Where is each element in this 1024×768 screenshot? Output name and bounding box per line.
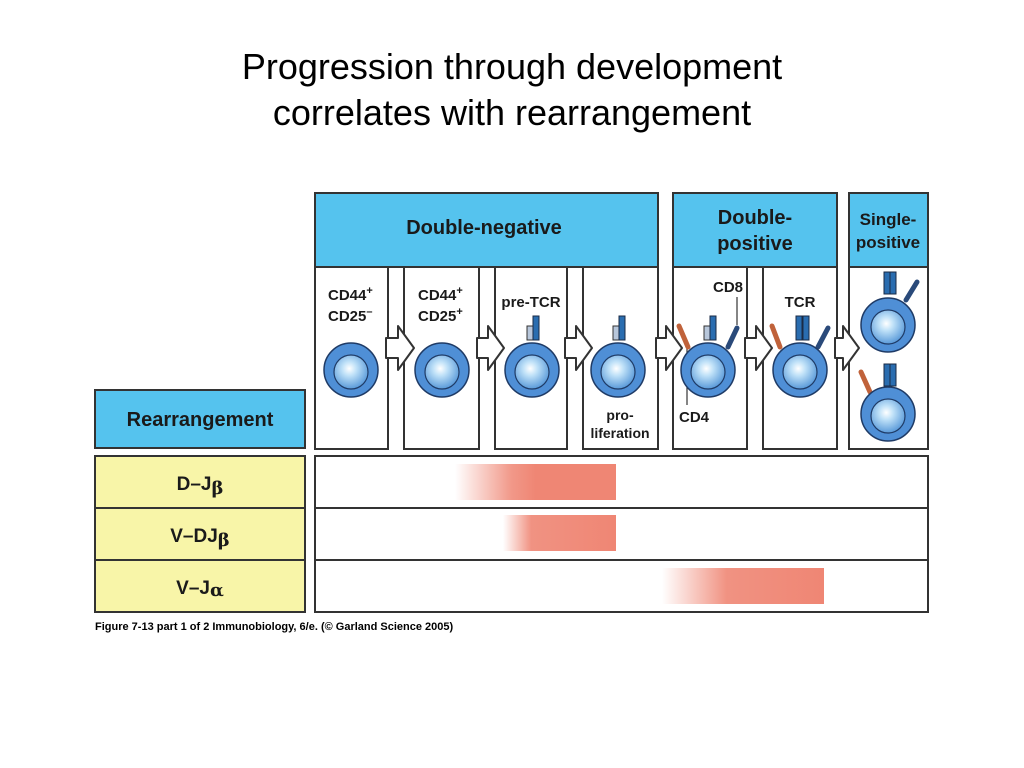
tcr-alpha-chain xyxy=(883,271,891,295)
stage-2-label-line-1: CD44+ xyxy=(418,285,463,304)
cd8-coreceptor xyxy=(815,325,831,350)
pre-tcr-alpha-chain xyxy=(703,325,711,341)
timeline-row-v-j-alpha xyxy=(314,559,929,613)
arrow-4 xyxy=(655,325,683,371)
double-positive-label-2: positive xyxy=(717,233,793,255)
stage-6-label: TCR xyxy=(785,294,816,311)
cd4-coreceptor xyxy=(676,323,691,350)
row-label-v-dj-beta: V–DJβ xyxy=(170,526,229,551)
single-positive-header xyxy=(848,192,929,268)
cd8-coreceptor xyxy=(903,279,920,303)
pre-tcr-beta-chain xyxy=(709,315,717,341)
bar-v-j-alpha xyxy=(662,568,824,604)
bar-d-j-beta xyxy=(455,464,616,500)
pre-tcr-alpha-chain xyxy=(526,325,534,341)
tcr-alpha-chain xyxy=(795,315,803,341)
double-positive-label-1: Double- xyxy=(718,207,792,229)
arrow-6 xyxy=(834,325,860,371)
rearrangement-header xyxy=(94,389,306,449)
cd8-coreceptor xyxy=(725,325,740,350)
stage-4-label-line-2: liferation xyxy=(590,425,649,441)
stage-4-label-line-1: pro- xyxy=(606,407,634,423)
stage-3-label: pre-TCR xyxy=(501,294,560,311)
tcr-beta-chain xyxy=(889,363,897,387)
cd4-coreceptor xyxy=(858,369,873,395)
cell-cd4-single-positive xyxy=(858,363,916,442)
stage-2-label-line-2: CD25+ xyxy=(418,306,463,325)
cell-stage-6 xyxy=(769,315,831,398)
row-label-v-j-alpha: V–Jα xyxy=(176,578,224,601)
arrow-3 xyxy=(564,325,593,371)
cell-cd8-single-positive xyxy=(860,271,920,353)
tcr-beta-chain xyxy=(802,315,810,341)
stage-1-label-line-2: CD25– xyxy=(328,306,372,325)
slide-title: Progression through development correlat… xyxy=(0,44,1024,136)
figure-caption: Figure 7-13 part 1 of 2 Immunobiology, 6… xyxy=(95,621,454,633)
single-positive-label-1: Single- xyxy=(860,210,917,229)
double-positive-header xyxy=(672,192,838,268)
cell-stage-1 xyxy=(323,342,379,398)
single-positive-label-2: positive xyxy=(856,233,920,252)
progression-arrows xyxy=(385,325,860,371)
cell-stage-2 xyxy=(414,342,470,398)
rearrangement-labels-box xyxy=(94,455,306,613)
cell-stage-5 xyxy=(676,315,740,398)
double-negative-label: Double-negative xyxy=(406,217,562,239)
pre-tcr-beta-chain xyxy=(618,315,626,341)
arrow-5 xyxy=(744,325,773,371)
cd8-label: CD8 xyxy=(713,279,743,296)
arrow-1 xyxy=(385,325,415,371)
pre-tcr-alpha-chain xyxy=(612,325,620,341)
cd4-coreceptor xyxy=(769,323,783,350)
bar-v-dj-beta xyxy=(503,515,616,551)
row-label-d-j-beta: D–Jβ xyxy=(177,474,224,499)
cd4-label: CD4 xyxy=(679,409,710,426)
timeline-row-v-dj-beta xyxy=(314,507,929,561)
timeline-row-d-j-beta xyxy=(314,455,929,509)
stage-1-label-line-1: CD44+ xyxy=(328,285,373,304)
double-negative-header xyxy=(314,192,659,268)
rearrangement-header-label: Rearrangement xyxy=(127,409,274,431)
arrow-2 xyxy=(476,325,505,371)
cell-stage-3 xyxy=(504,315,560,398)
tcr-beta-chain xyxy=(889,271,897,295)
title-line-2: correlates with rearrangement xyxy=(272,92,752,133)
cell-stage-4 xyxy=(590,315,646,398)
stage-columns xyxy=(314,266,929,450)
pre-tcr-beta-chain xyxy=(532,315,540,341)
title-line-1: Progression through development xyxy=(241,46,783,87)
tcr-alpha-chain xyxy=(883,363,891,387)
